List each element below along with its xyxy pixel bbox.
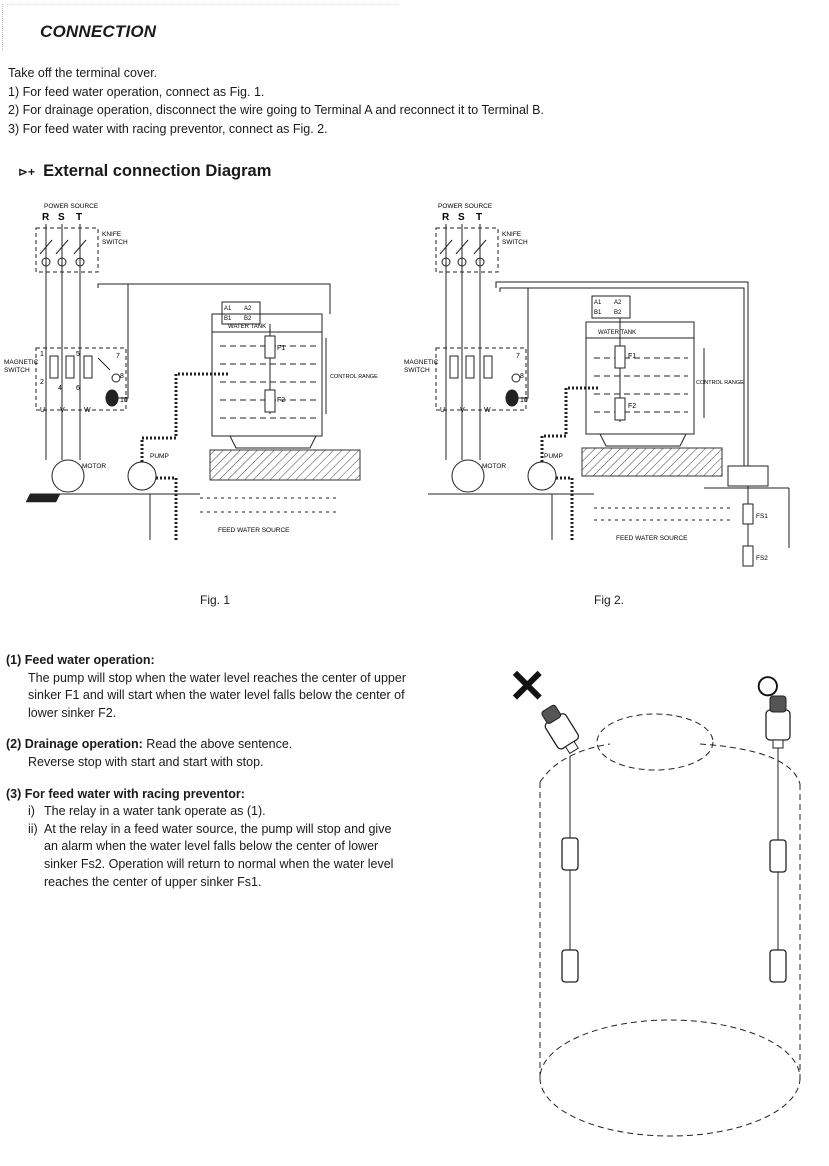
- wrong-mark-icon: ✕: [508, 660, 547, 712]
- label-a2: A2: [614, 300, 622, 306]
- sinker-installation-illustration: ✕ ○: [508, 660, 801, 1137]
- label-feed-water-source: FEED WATER SOURCE: [616, 535, 688, 542]
- diagram-heading: ⊳+ External connection Diagram: [18, 162, 271, 181]
- label-water-tank: WATER TANK: [228, 324, 266, 330]
- op2-heading-line: (2) Drainage operation: Read the above s…: [6, 736, 406, 754]
- op2-body: Reverse stop with start and start with s…: [28, 754, 264, 769]
- op2-heading: (2) Drainage operation:: [6, 737, 143, 752]
- op1-body: The pump will stop when the water level …: [28, 670, 406, 720]
- label-magnetic: MAGNETIC: [404, 359, 439, 366]
- label-w: W: [484, 407, 491, 414]
- label-water-tank: WATER TANK: [598, 330, 636, 336]
- label-7: 7: [116, 353, 120, 360]
- label-b1: B1: [224, 316, 232, 322]
- op1-heading: (1) Feed water operation:: [6, 653, 155, 667]
- label-b1: B1: [594, 310, 602, 316]
- label-control-range: CONTROL RANGE: [330, 374, 378, 380]
- label-motor: MOTOR: [482, 463, 506, 470]
- intro-line: 2) For drainage operation, disconnect th…: [8, 103, 544, 117]
- op3-heading: (3) For feed water with racing preventor…: [6, 786, 245, 801]
- label-v: V: [460, 407, 465, 414]
- label-8: 8: [520, 373, 524, 380]
- label-knife: KNIFE: [502, 231, 522, 238]
- label-4: 4: [58, 385, 62, 392]
- label-b2: B2: [614, 310, 622, 316]
- label-b2: B2: [244, 316, 252, 322]
- list-item-text: At the relay in a feed water source, the…: [44, 821, 394, 889]
- figure-1-diagram: POWER SOURCE R S T KNIFE SWITCH MAGNETIC…: [4, 203, 378, 540]
- list-item-text: The relay in a water tank operate as (1)…: [44, 804, 266, 819]
- label-magnetic: MAGNETIC: [4, 359, 39, 366]
- drainage-operation: (2) Drainage operation: Read the above s…: [6, 736, 406, 771]
- label-feed-water-source: FEED WATER SOURCE: [218, 527, 290, 534]
- label-f2: F2: [628, 403, 636, 410]
- label-r: R: [42, 212, 50, 223]
- label-power-source: POWER SOURCE: [44, 203, 99, 210]
- label-t: T: [76, 212, 82, 223]
- label-6: 6: [76, 385, 80, 392]
- intro-line: 1) For feed water operation, connect as …: [8, 84, 265, 99]
- label-fs1: FS1: [756, 513, 768, 520]
- operations-text: (1) Feed water operation: The pump will …: [6, 652, 406, 905]
- label-v: V: [60, 407, 65, 414]
- label-f1: F1: [277, 345, 285, 352]
- racing-preventor-operation: (3) For feed water with racing preventor…: [6, 786, 406, 892]
- label-f1: F1: [628, 353, 636, 360]
- list-item: ii) At the relay in a feed water source, …: [28, 821, 406, 891]
- label-u: U: [440, 407, 445, 414]
- figure-2-caption: Fig 2.: [594, 593, 625, 607]
- diagram-heading-text: External connection Diagram: [43, 162, 272, 180]
- list-item: i) The relay in a water tank operate as (…: [28, 803, 406, 821]
- label-u: U: [40, 407, 45, 414]
- label-2: 2: [40, 379, 44, 386]
- label-7: 7: [516, 353, 520, 360]
- label-fs2: FS2: [756, 555, 768, 562]
- figure-2-diagram: POWER SOURCE R S T KNIFE SWITCH MAGNETIC…: [404, 203, 790, 567]
- label-t: T: [476, 212, 482, 223]
- arrow-icon: ⊳+: [18, 164, 36, 179]
- label-magnetic-switch: SWITCH: [4, 367, 30, 374]
- label-5: 5: [76, 351, 80, 358]
- label-knife-switch: SWITCH: [102, 239, 128, 246]
- op2-inline: Read the above sentence.: [142, 737, 293, 752]
- label-a1: A1: [594, 300, 602, 306]
- intro-text: Take off the terminal cover. 1) For feed…: [8, 64, 544, 138]
- label-f2: F2: [277, 397, 285, 404]
- label-10: 10: [520, 397, 528, 404]
- label-s: S: [58, 212, 65, 223]
- label-s: S: [458, 212, 465, 223]
- label-knife: KNIFE: [102, 231, 122, 238]
- label-10: 10: [120, 397, 128, 404]
- label-power-source: POWER SOURCE: [438, 203, 493, 210]
- label-r: R: [442, 212, 450, 223]
- op3-list: i) The relay in a water tank operate as (…: [6, 803, 406, 891]
- list-marker: ii): [28, 821, 38, 836]
- label-w: W: [84, 407, 91, 414]
- figure-1-caption: Fig. 1: [200, 593, 231, 607]
- title-frame: [2, 4, 398, 51]
- feed-water-operation: (1) Feed water operation: The pump will …: [6, 652, 406, 722]
- label-control-range: CONTROL RANGE: [696, 380, 744, 386]
- label-motor: MOTOR: [82, 463, 106, 470]
- intro-line: Take off the terminal cover.: [8, 66, 158, 80]
- label-1: 1: [40, 351, 44, 358]
- label-magnetic-switch: SWITCH: [404, 367, 430, 374]
- label-pump: PUMP: [150, 453, 169, 460]
- label-a2: A2: [244, 306, 252, 312]
- label-pump: PUMP: [544, 453, 563, 460]
- list-marker: i): [28, 804, 35, 819]
- page-title: CONNECTION: [40, 22, 157, 41]
- intro-line: 3) For feed water with racing preventor,…: [8, 121, 328, 136]
- label-knife-switch: SWITCH: [502, 239, 528, 246]
- label-8: 8: [120, 373, 124, 380]
- label-a1: A1: [224, 306, 232, 312]
